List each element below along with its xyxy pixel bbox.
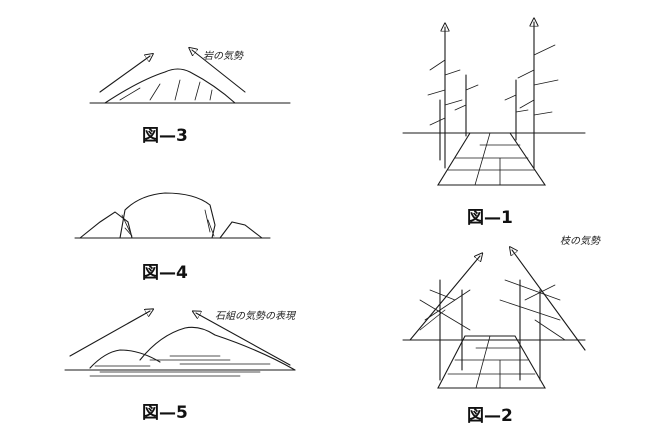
figure-3-caption: 図—3 bbox=[142, 126, 188, 146]
figure-5-caption: 図—5 bbox=[142, 403, 188, 423]
figure-5-note: 石組の気勢の表現 bbox=[215, 311, 295, 322]
fig4-sketch bbox=[74, 192, 271, 239]
figure-4-caption: 図—4 bbox=[142, 263, 188, 283]
figure-2-note: 枝の気勢 bbox=[560, 236, 600, 247]
fig2-sketch bbox=[402, 250, 586, 389]
fig3-sketch bbox=[89, 50, 291, 104]
figure-2-caption: 図—2 bbox=[467, 406, 513, 426]
fig1-sketch bbox=[402, 22, 586, 186]
figure-3-note: 岩の気勢 bbox=[203, 51, 243, 62]
figure-1-caption: 図—1 bbox=[467, 208, 513, 228]
fig5-sketch bbox=[64, 311, 296, 377]
